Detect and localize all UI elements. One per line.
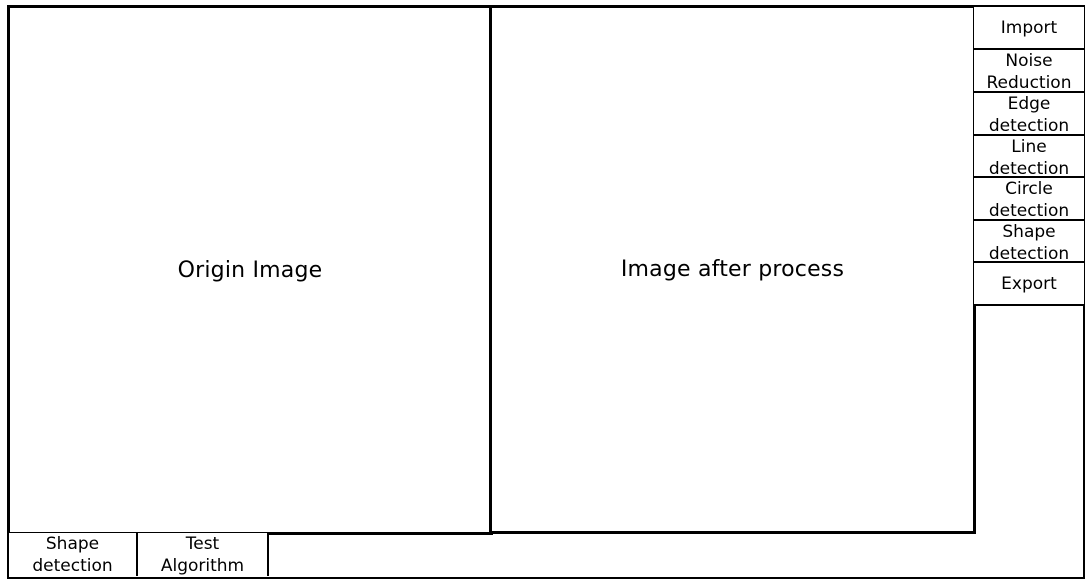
test-algorithm-label: Test Algorithm — [160, 534, 245, 576]
line-detection-button[interactable]: Line detection — [974, 136, 1084, 178]
shape-detection-button[interactable]: Shape detection — [974, 221, 1084, 263]
bottom-shape-detection-button[interactable]: Shape detection — [9, 533, 138, 576]
edge-detection-button-label: Edge detection — [988, 94, 1070, 136]
noise-reduction-button-label: Noise Reduction — [986, 51, 1072, 93]
line-detection-button-label: Line detection — [988, 137, 1070, 178]
circle-detection-button-label: Circle detection — [988, 179, 1070, 221]
export-button[interactable]: Export — [974, 263, 1084, 306]
processed-image-label: Image after process — [620, 257, 845, 282]
origin-image-panel: Origin Image — [7, 5, 493, 535]
noise-reduction-button[interactable]: Noise Reduction — [974, 50, 1084, 93]
shape-detection-button-label: Shape detection — [988, 222, 1070, 263]
import-button[interactable]: Import — [974, 7, 1084, 50]
export-button-label: Export — [1001, 273, 1057, 294]
origin-image-label: Origin Image — [177, 257, 323, 283]
bottom-shape-detection-label: Shape detection — [32, 534, 113, 576]
processed-image-panel: Image after process — [489, 5, 976, 534]
import-button-label: Import — [1000, 17, 1058, 38]
test-algorithm-button[interactable]: Test Algorithm — [138, 533, 269, 576]
circle-detection-button[interactable]: Circle detection — [974, 178, 1084, 221]
edge-detection-button[interactable]: Edge detection — [974, 93, 1084, 136]
